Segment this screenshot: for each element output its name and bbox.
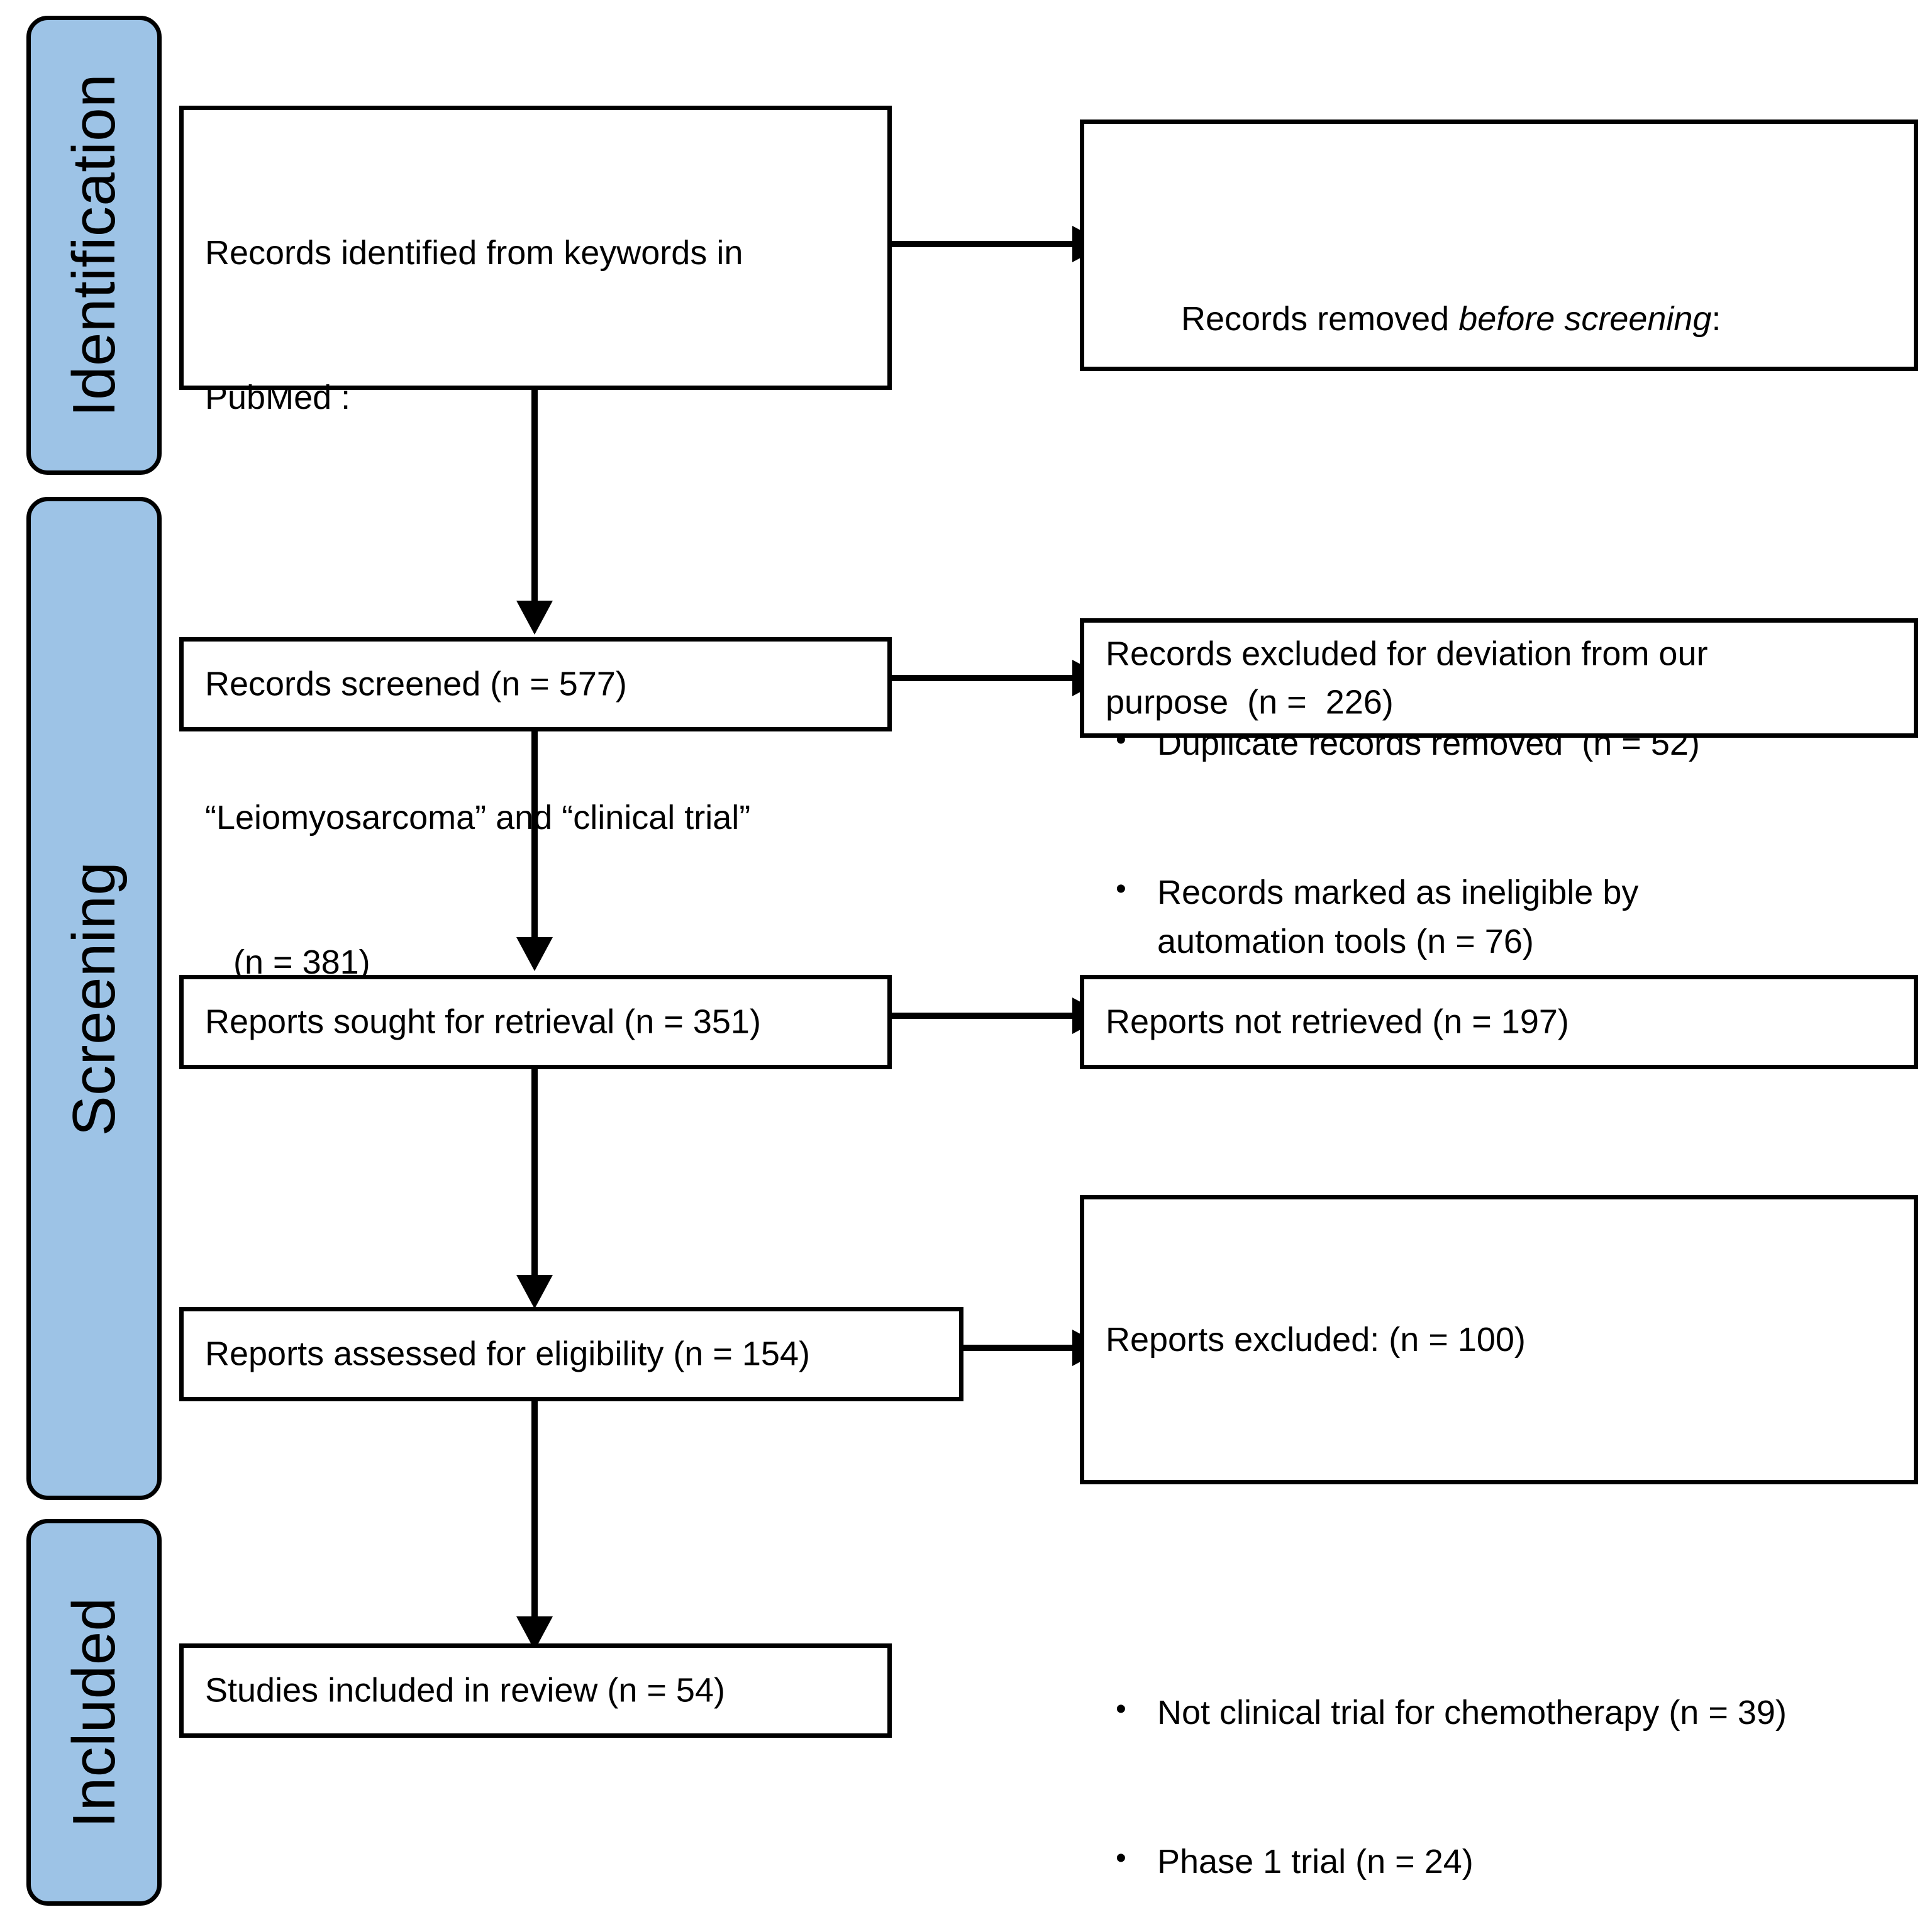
stage-label-screening: Screening — [60, 861, 128, 1136]
box-reports-sought: Reports sought for retrieval (n = 351) — [179, 975, 892, 1069]
box-reports-assessed-text: Reports assessed for eligibility (n = 15… — [205, 1335, 810, 1373]
connector-screened-to-excluded — [892, 675, 1077, 681]
reports-excluded-bullet-list: Not clinical trial for chemotherapy (n =… — [1106, 1592, 1900, 1912]
spacer — [205, 518, 874, 552]
box-reports-sought-text: Reports sought for retrieval (n = 351) — [205, 1003, 761, 1041]
arrowhead-screened-to-sought — [516, 937, 553, 971]
records-removed-heading-emphasis: before screening — [1458, 300, 1712, 338]
connector-assessed-to-studies-included — [531, 1401, 538, 1618]
box-records-excluded: Records excluded for deviation from our … — [1080, 618, 1918, 738]
records-removed-heading-prefix: Records removed — [1181, 300, 1459, 338]
connector-sought-to-not-retrieved — [892, 1013, 1077, 1019]
records-identified-line1: Records identified from keywords in — [205, 234, 743, 272]
box-records-identified: Records identified from keywords in PubM… — [179, 106, 892, 981]
records-removed-heading-suffix: : — [1711, 300, 1721, 338]
connector-sought-to-assessed — [531, 1069, 538, 1277]
box-reports-excluded: Reports excluded: (n = 100) Not clinical… — [1080, 1195, 1918, 1881]
list-item: Records marked as ineligible by automati… — [1106, 867, 1900, 967]
stage-label-identification: Identification — [60, 73, 128, 418]
arrowhead-identified-to-screened — [516, 601, 553, 635]
spacer — [1106, 1460, 1900, 1496]
spacer — [1106, 488, 1900, 527]
box-reports-not-retrieved-text: Reports not retrieved (n = 197) — [1106, 1003, 1569, 1041]
box-records-removed: Records removed before screening: Duplic… — [1080, 119, 1918, 960]
records-identified-line4: “Leiomyosarcoma” and “clinical trial” — [205, 798, 751, 836]
stage-banner-screening: Screening — [26, 497, 162, 1500]
stage-banner-identification: Identification — [26, 16, 162, 475]
records-identified-line2: PubMed : — [205, 379, 351, 417]
box-reports-not-retrieved: Reports not retrieved (n = 197) — [1080, 975, 1918, 1069]
box-studies-included-text: Studies included in review (n = 54) — [205, 1671, 725, 1709]
box-reports-excluded-content: Reports excluded: (n = 100) Not clinical… — [1106, 1220, 1900, 1912]
box-records-screened-text: Records screened (n = 577) — [205, 665, 627, 703]
stage-banner-included: Included — [26, 1519, 162, 1906]
arrowhead-sought-to-assessed — [516, 1275, 553, 1309]
stage-label-included: Included — [60, 1597, 128, 1828]
list-item: Phase 1 trial (n = 24) — [1106, 1837, 1900, 1887]
list-item: Not clinical trial for chemotherapy (n =… — [1106, 1687, 1900, 1738]
connector-identified-to-screened — [531, 390, 538, 604]
box-records-excluded-text: Records excluded for deviation from our … — [1106, 635, 1708, 721]
box-reports-assessed: Reports assessed for eligibility (n = 15… — [179, 1307, 963, 1401]
box-records-screened: Records screened (n = 577) — [179, 637, 892, 731]
connector-assessed-to-reports-excluded — [963, 1345, 1078, 1351]
box-records-identified-text: Records identified from keywords in PubM… — [205, 133, 874, 1083]
records-removed-heading: Records removed before screening: — [1106, 247, 1900, 391]
connector-identified-to-removed — [892, 241, 1077, 247]
records-identified-line5: (n = 381) — [205, 943, 370, 981]
box-studies-included: Studies included in review (n = 54) — [179, 1643, 892, 1738]
reports-excluded-heading: Reports excluded: (n = 100) — [1106, 1321, 1526, 1359]
connector-screened-to-sought — [531, 731, 538, 939]
